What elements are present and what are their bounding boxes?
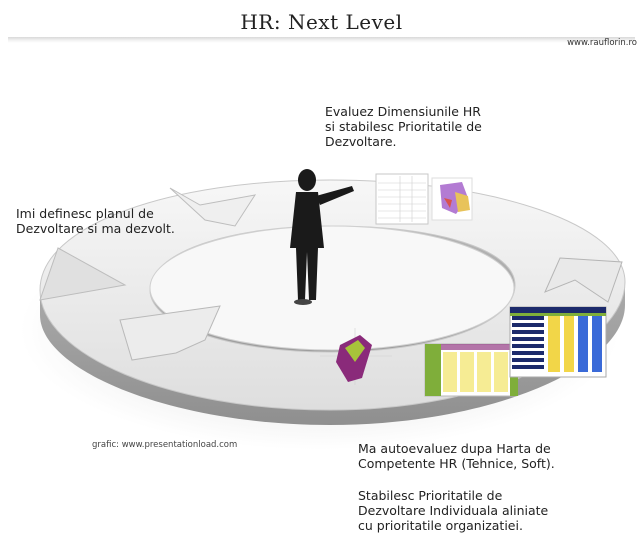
competence-radar-chart <box>320 328 392 385</box>
graphic-credit: grafic: www.presentationload.com <box>92 440 238 450</box>
arrow-head-top-left <box>169 187 257 227</box>
site-credit: www.rauflorin.ro <box>567 38 637 48</box>
step-self-assess-text: Ma autoevaluez dupa Harta de Competente … <box>358 441 555 471</box>
competence-table-icon <box>424 343 518 397</box>
step-priorities-text: Stabilesc Prioritatile de Dezvoltare Ind… <box>358 488 549 533</box>
page-title: HR: Next Level <box>240 10 403 34</box>
arrow-head-right <box>544 257 623 303</box>
evaluation-document-icon <box>375 173 473 225</box>
arrow-head-bottom-left <box>119 305 221 361</box>
step-plan-text: Imi definesc planul de Dezvoltare si ma … <box>16 206 175 236</box>
ring-cut-left <box>39 247 127 301</box>
hr-map-document-icon <box>509 306 607 378</box>
title-divider <box>8 37 635 43</box>
ring-inner <box>149 225 515 351</box>
businessman-pointing-icon <box>290 169 354 305</box>
step-evaluate-text: Evaluez Dimensiunile HR si stabilesc Pri… <box>325 104 482 149</box>
